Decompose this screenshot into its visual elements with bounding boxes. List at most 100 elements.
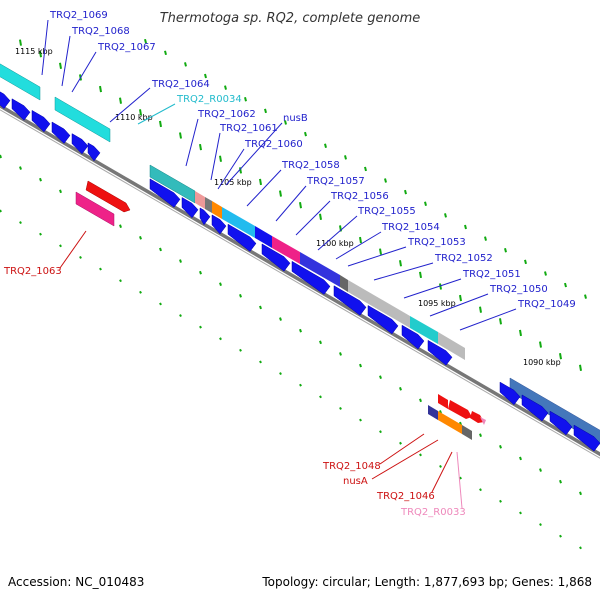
gene-label[interactable]: TRQ2_1052 <box>434 253 493 264</box>
gene-arrow[interactable] <box>549 410 573 436</box>
gene-feature[interactable] <box>54 96 111 143</box>
scale-tick <box>139 109 142 116</box>
scale-tick <box>519 329 522 337</box>
scale-tick <box>464 224 467 230</box>
gene-arrow[interactable] <box>401 324 425 350</box>
gene-arrow[interactable] <box>149 178 181 208</box>
gene-arrow[interactable] <box>181 197 199 219</box>
scale-tick <box>539 468 542 472</box>
gene-arrow[interactable] <box>199 207 211 226</box>
kbp-label: 1090 kbp <box>523 358 561 367</box>
gene-label[interactable]: TRQ2_1046 <box>376 491 435 502</box>
gene-label[interactable]: TRQ2_1062 <box>197 109 256 120</box>
gene-label[interactable]: TRQ2_1067 <box>97 42 156 53</box>
gene-label[interactable]: TRQ2_1048 <box>322 461 381 472</box>
scale-tick <box>424 201 427 207</box>
scale-tick <box>324 143 327 148</box>
scale-tick <box>544 271 547 276</box>
scale-tick <box>359 418 362 422</box>
scale-tick <box>119 224 122 228</box>
scale-tick <box>379 248 382 255</box>
gene-feature[interactable] <box>462 425 472 440</box>
scale-tick <box>379 430 382 434</box>
gene-arrow[interactable] <box>227 223 257 252</box>
gene-label[interactable]: nusA <box>343 476 368 487</box>
scale-tick <box>504 247 507 253</box>
gene-arrow[interactable] <box>333 285 367 316</box>
scale-tick <box>364 166 367 172</box>
gene-label[interactable]: TRQ2_R0034 <box>176 94 242 105</box>
scale-tick <box>479 306 482 313</box>
gene-feature[interactable] <box>255 226 272 248</box>
gene-arrow[interactable] <box>367 305 399 335</box>
gene-arrow[interactable] <box>11 98 31 121</box>
gene-arrow[interactable] <box>521 394 549 422</box>
gene-feature[interactable] <box>212 201 222 219</box>
scale-tick <box>99 267 102 271</box>
gene-feature[interactable] <box>348 280 410 328</box>
gene-label[interactable]: TRQ2_1063 <box>3 266 62 277</box>
scale-tick <box>264 108 267 114</box>
gene-label[interactable]: TRQ2_1061 <box>219 123 278 134</box>
gene-feature[interactable] <box>410 316 438 344</box>
gene-arrow[interactable] <box>31 109 51 133</box>
scale-tick <box>319 340 322 345</box>
scale-tick <box>304 131 307 137</box>
gene-feature[interactable] <box>75 191 115 227</box>
gene-feature[interactable] <box>428 405 438 420</box>
gene-feature[interactable] <box>0 58 41 101</box>
gene-arrow[interactable] <box>291 260 331 295</box>
gene-feature[interactable] <box>448 400 472 419</box>
gene-label[interactable]: TRQ2_1058 <box>281 160 340 171</box>
map-title: Thermotoga sp. RQ2, complete genome <box>160 11 421 26</box>
kbp-label: 1095 kbp <box>418 299 456 308</box>
gene-feature[interactable] <box>272 236 300 264</box>
gene-arrow[interactable] <box>51 121 71 144</box>
scale-tick <box>399 260 402 267</box>
scale-tick <box>199 143 202 151</box>
gene-label[interactable]: TRQ2_1053 <box>407 237 466 248</box>
gene-feature[interactable] <box>438 411 462 434</box>
gene-feature[interactable] <box>340 275 348 292</box>
gene-arrow[interactable] <box>573 424 600 452</box>
scale-tick <box>319 213 322 220</box>
gene-feature[interactable] <box>438 332 465 360</box>
scale-tick <box>179 259 182 263</box>
gene-label[interactable]: nusB <box>283 113 308 124</box>
gene-feature[interactable] <box>480 417 486 425</box>
scale-tick <box>99 85 102 93</box>
scale-tick <box>139 235 142 240</box>
gene-feature[interactable] <box>85 180 131 213</box>
gene-arrow[interactable] <box>499 381 521 406</box>
gene-label[interactable]: TRQ2_1054 <box>381 222 440 233</box>
gene-feature[interactable] <box>222 207 255 238</box>
gene-feature[interactable] <box>470 411 484 423</box>
gene-label[interactable]: TRQ2_1060 <box>244 139 303 150</box>
gene-label[interactable]: TRQ2_1055 <box>357 206 416 217</box>
gene-label[interactable]: TRQ2_1057 <box>306 176 365 187</box>
gene-feature[interactable] <box>300 252 340 287</box>
scale-tick <box>19 39 22 46</box>
gene-label[interactable]: TRQ2_1064 <box>151 79 210 90</box>
gene-arrow[interactable] <box>427 339 453 366</box>
gene-arrow[interactable] <box>71 133 89 155</box>
gene-feature[interactable] <box>438 394 448 409</box>
gene-feature[interactable] <box>205 197 212 213</box>
accession-text: Accession: NC_010483 <box>8 575 144 589</box>
gene-label[interactable]: TRQ2_1056 <box>330 191 389 202</box>
gene-label[interactable]: TRQ2_1068 <box>71 26 130 37</box>
gene-label[interactable]: TRQ2_R0033 <box>400 507 466 518</box>
gene-label[interactable]: TRQ2_1051 <box>462 269 521 280</box>
scale-tick <box>279 317 282 321</box>
gene-arrow[interactable] <box>261 243 291 272</box>
scale-tick <box>179 132 182 139</box>
gene-feature[interactable] <box>195 191 205 209</box>
scale-tick <box>399 386 402 391</box>
scale-tick <box>419 271 422 279</box>
gene-label[interactable]: TRQ2_1050 <box>489 284 548 295</box>
gene-label[interactable]: TRQ2_1069 <box>49 10 108 21</box>
gene-label[interactable]: TRQ2_1049 <box>517 299 576 310</box>
gene-arrow[interactable] <box>211 214 227 235</box>
gene-arrow[interactable] <box>87 142 101 162</box>
gene-arrow[interactable] <box>0 86 11 109</box>
